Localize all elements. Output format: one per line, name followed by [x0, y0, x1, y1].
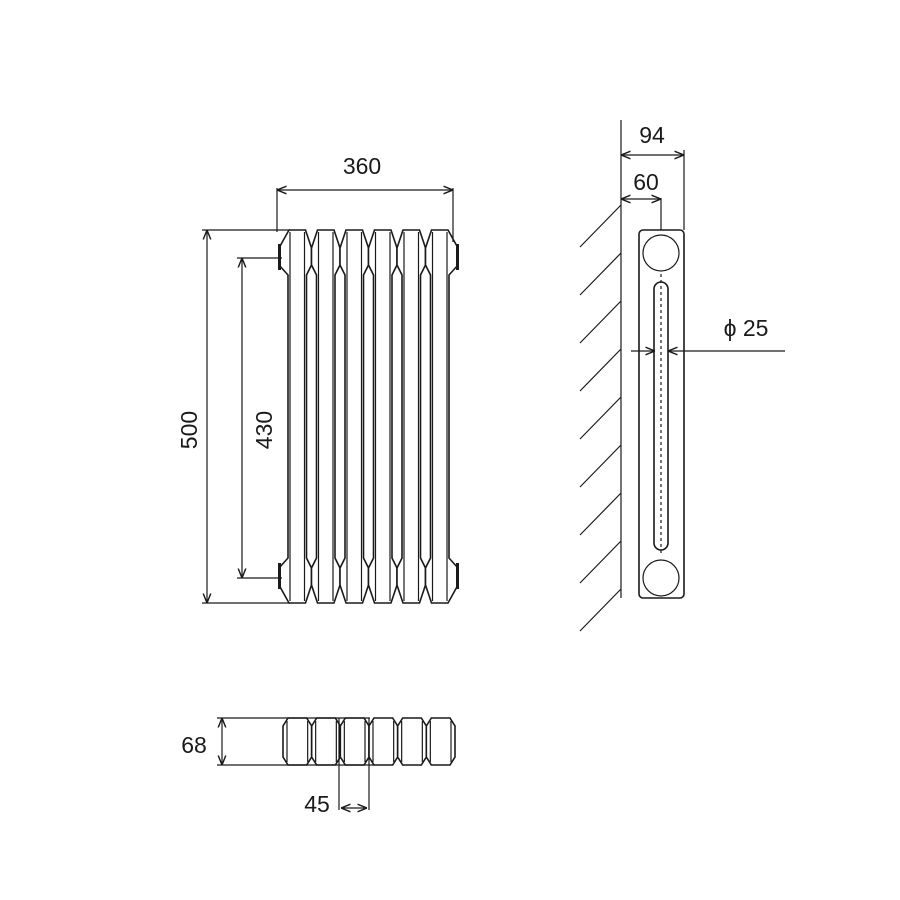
front-view-radiator: [278, 229, 459, 604]
hatch-line: [579, 204, 622, 248]
depth-label: 94: [639, 122, 665, 148]
end-plug: [456, 563, 459, 589]
hatch-line: [579, 396, 622, 440]
radiator-column: [424, 229, 459, 604]
plan-dimension-depth: 68: [181, 717, 375, 766]
wall-hatching: [579, 120, 622, 632]
hatch-line: [579, 348, 622, 392]
hatch-line: [579, 540, 622, 584]
pitch-label: 45: [304, 791, 330, 817]
end-plug: [456, 244, 459, 270]
pipe-diameter-label: ϕ 25: [724, 315, 769, 341]
side-dimension-centre: 60: [621, 169, 662, 230]
plan-dimension-pitch: 45: [304, 718, 370, 817]
wall-centre-label: 60: [633, 169, 659, 195]
radiator-column: [278, 229, 313, 604]
side-view-radiator: [638, 229, 685, 599]
height-label: 500: [176, 411, 202, 449]
hatch-line: [579, 252, 622, 296]
centres-label: 430: [251, 411, 277, 449]
radiator-column: [396, 229, 427, 604]
front-dimension-height: 500: [176, 229, 290, 604]
plan-depth-label: 68: [181, 732, 207, 758]
pipe-diameter-dimension: ϕ 25: [631, 315, 785, 351]
front-dimension-width: 360: [276, 153, 454, 242]
end-plug: [278, 563, 281, 589]
plan-column: [425, 717, 456, 766]
width-label: 360: [343, 153, 381, 179]
hatch-line: [579, 588, 622, 632]
radiator-column: [339, 229, 370, 604]
radiator-column: [310, 229, 341, 604]
side-dimension-depth: 94: [621, 122, 685, 230]
end-plug: [278, 244, 281, 270]
hatch-line: [579, 300, 622, 344]
hatch-line: [579, 492, 622, 536]
radiator-column: [367, 229, 398, 604]
plan-view-radiator: [282, 717, 456, 766]
hatch-line: [579, 444, 622, 488]
front-dimension-centres: 430: [237, 257, 282, 579]
